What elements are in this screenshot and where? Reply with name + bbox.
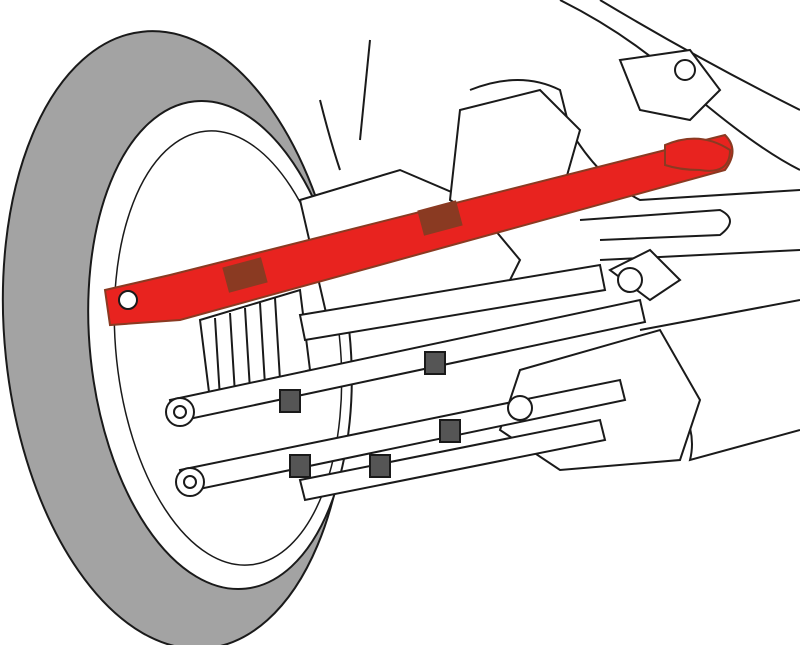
drive-shaft: [298, 263, 607, 342]
camber-arm: [103, 133, 734, 327]
cv-boot: [198, 288, 312, 402]
toe-link: [298, 418, 607, 502]
lateral-links: [165, 263, 647, 502]
